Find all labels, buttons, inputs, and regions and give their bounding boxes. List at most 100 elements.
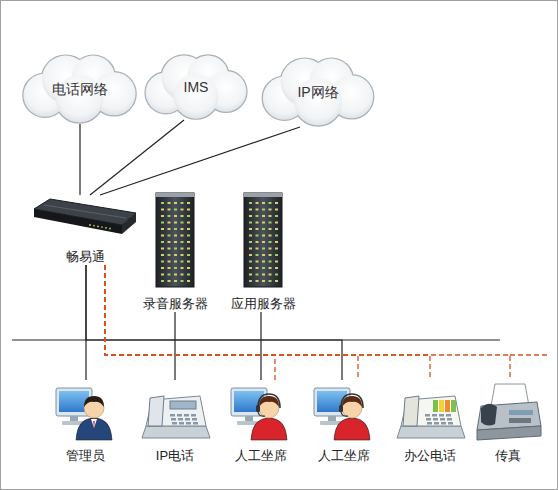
- icon-part: [262, 261, 265, 263]
- icon-part: [256, 254, 259, 256]
- icon-part: [181, 254, 184, 256]
- icon-part: [161, 228, 164, 230]
- icon-part: [181, 215, 184, 217]
- icon-part: [269, 254, 272, 256]
- icon-part: [34, 199, 136, 234]
- icon-part: [101, 226, 103, 228]
- icon-part: [161, 254, 164, 256]
- node-label: 管理员: [40, 448, 130, 464]
- icon-part: [170, 401, 196, 409]
- icon-part: [231, 388, 287, 440]
- network-link: [86, 265, 342, 380]
- icon-part: [168, 254, 171, 256]
- icon-part: [256, 209, 259, 211]
- icon-part: [156, 193, 194, 287]
- icon-part: [174, 222, 177, 224]
- icon-part: [262, 215, 265, 217]
- server-node: 录音服务器: [130, 190, 220, 312]
- icon-part: [170, 414, 175, 417]
- icon-part: [187, 274, 190, 276]
- icon-part: [275, 248, 278, 250]
- icon-part: [168, 274, 171, 276]
- icon-part: [187, 209, 190, 211]
- icon-part: [34, 209, 122, 234]
- icon-part: [269, 209, 272, 211]
- icon-part: [168, 241, 171, 243]
- node-label: 传真: [460, 448, 556, 464]
- icon-part: [193, 422, 198, 425]
- icon-part: [109, 228, 111, 230]
- icon-part: [401, 396, 461, 426]
- node-label: 录音服务器: [120, 296, 230, 312]
- icon-part: [172, 422, 177, 425]
- icon-part: [249, 241, 252, 243]
- icon-part: [187, 254, 190, 256]
- icon-part: [84, 396, 104, 407]
- icon-part: [181, 222, 184, 224]
- icon-part: [105, 227, 107, 229]
- icon-part: [244, 193, 282, 197]
- node-label: 畅易通: [20, 249, 150, 265]
- icon-part: [275, 274, 278, 276]
- icon-part: [76, 418, 112, 440]
- icon-part: [187, 280, 190, 282]
- icon-part: [178, 418, 183, 421]
- icon-part: [161, 261, 164, 263]
- icon-part: [275, 280, 278, 282]
- icon-part: [397, 396, 465, 438]
- icon-part: [397, 426, 465, 438]
- icon-part: [439, 400, 444, 412]
- node-icon: [218, 190, 308, 312]
- icon-part: [434, 422, 439, 425]
- icon-part: [262, 248, 265, 250]
- icon-part: [256, 280, 259, 282]
- icon-part: [168, 267, 171, 269]
- icon-part: [177, 414, 182, 417]
- icon-part: [161, 248, 164, 250]
- icon-part: [269, 202, 272, 204]
- network-link: [90, 120, 184, 195]
- icon-part: [89, 224, 91, 226]
- icon-part: [509, 418, 531, 423]
- icon-part: [275, 222, 278, 224]
- icon-part: [477, 426, 541, 440]
- icon-part: [181, 235, 184, 237]
- icon-part: [244, 193, 282, 287]
- icon-part: [70, 416, 78, 421]
- icon-part: [142, 396, 210, 438]
- terminal-node: 人工坐席: [225, 380, 297, 464]
- phone-line: [105, 265, 358, 380]
- icon-part: [191, 414, 196, 417]
- icon-part: [439, 414, 444, 417]
- icon-part: [477, 402, 541, 430]
- icon-part: [56, 388, 112, 440]
- icon-part: [181, 209, 184, 211]
- icon-part: [262, 280, 265, 282]
- icon-part: [181, 228, 184, 230]
- icon-part: [425, 414, 430, 417]
- icon-part: [161, 215, 164, 217]
- icon-part: [97, 226, 99, 228]
- icon-part: [192, 418, 197, 421]
- icon-part: [161, 209, 164, 211]
- icon-part: [174, 209, 177, 211]
- icon-part: [249, 261, 252, 263]
- icon-part: [262, 254, 265, 256]
- icon-part: [269, 241, 272, 243]
- icon-part: [174, 267, 177, 269]
- icon-part: [249, 215, 252, 217]
- terminal-node: 管理员: [50, 380, 120, 464]
- icon-part: [341, 412, 348, 416]
- icon-part: [171, 418, 176, 421]
- icon-part: [509, 410, 533, 415]
- icon-part: [174, 261, 177, 263]
- icon-part: [185, 418, 190, 421]
- gateway-node: 畅易通: [30, 195, 140, 265]
- icon-part: [186, 422, 191, 425]
- icon-part: [168, 235, 171, 237]
- icon-part: [256, 235, 259, 237]
- icon-part: [181, 248, 184, 250]
- icon-part: [262, 235, 265, 237]
- icon-part: [259, 396, 279, 407]
